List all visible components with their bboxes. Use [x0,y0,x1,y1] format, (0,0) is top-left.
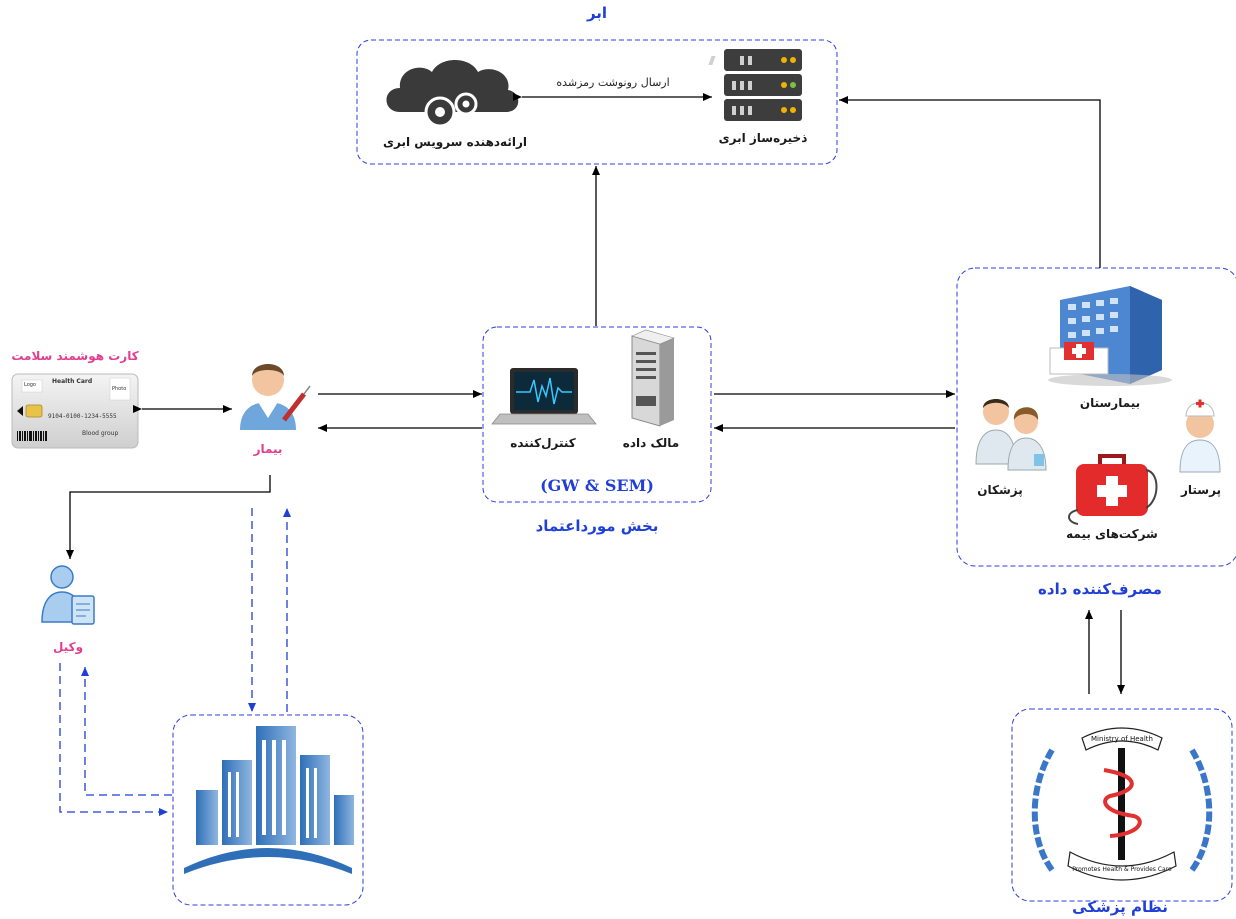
cloud-gears-icon [386,60,519,128]
hospital-icon [1048,286,1172,386]
seal-top-text: Ministry of Health [1091,735,1153,743]
consumer-to-cloud-arrow [839,96,1101,268]
patient-to-attorney-arrow [66,475,271,559]
attorney-label: وکیل [52,640,84,654]
nurse-label: پرستار [1180,483,1222,497]
data-owner-label: مالک داده [622,436,680,450]
nurse-icon [1179,399,1221,473]
consumer-box [956,267,1236,567]
trusted-section-title: بخش مورداعتماد [535,517,659,535]
insurance-label: شرکت‌های بیمه [1066,527,1158,541]
insurance-kit-icon [1068,454,1158,525]
card-logo-text: Logo [24,382,36,388]
seal-bottom-text: Promotes Health & Provides Care [1072,866,1172,873]
health-card-icon [11,373,139,449]
registry-box [172,714,364,906]
card-heading-text: Health Card [52,378,93,385]
hospital-label: بیمارستان [1079,396,1141,410]
send-encrypted-copy-label: ارسال رونوشت رمزشده [556,76,670,89]
gw-sem-label: (GW & SEM) [540,476,654,495]
server-rack-icon [708,49,802,121]
card-photo-text: Photo [112,386,127,392]
card-title: کارت هوشمند سلامت [11,349,139,363]
registry-building-icon [184,726,354,874]
doctors-icon [975,399,1047,471]
trusted-box [482,326,712,503]
cloud-title: ابر [586,4,608,22]
data-owner-server-icon [631,329,675,427]
attorney-icon [41,565,95,625]
ministry-of-health-seal-icon: Ministry of Health Promotes Health & Pro… [1031,727,1213,881]
doctors-label: پزشکان [977,483,1023,497]
controller-label: کنترل‌کننده [510,436,576,450]
cloud-provider-label: ارائه‌دهنده سرویس ابری [383,135,527,149]
cloud-box [356,39,838,165]
card-blood-text: Blood group [82,430,119,437]
registry-to-attorney-arrow [81,667,172,796]
patient-label: بیمار [253,442,283,456]
medical-box [1011,708,1233,902]
medical-title: نظام پزشکی [1072,898,1168,916]
card-number-text: 9104-0100-1234-5555 [48,413,117,420]
patient-doctor-icon [240,364,311,430]
controller-laptop-icon [491,368,597,425]
attorney-to-registry-arrow [59,663,168,816]
consumer-title: مصرف‌کننده داده [1038,580,1162,598]
cloud-storage-label: ذخیره‌ساز ابری [718,131,808,145]
